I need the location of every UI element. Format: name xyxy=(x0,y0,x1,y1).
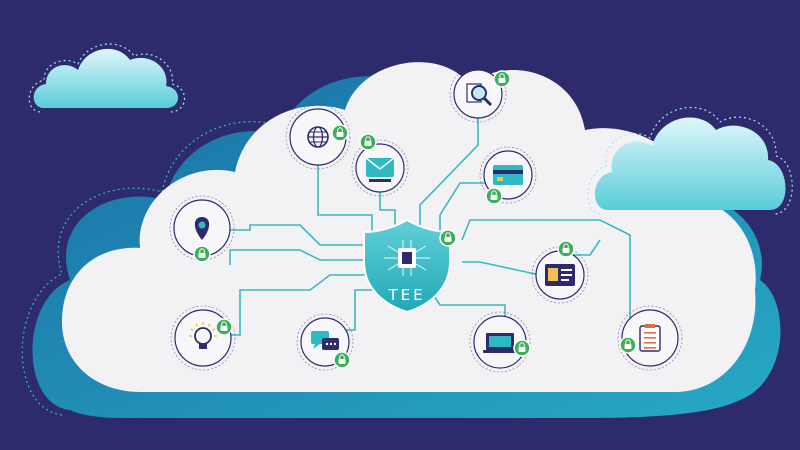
idea-node xyxy=(170,305,236,371)
laptop-node xyxy=(469,311,531,373)
magnifier-icon xyxy=(466,83,493,107)
lightbulb-icon xyxy=(189,322,217,349)
clipboard-node xyxy=(617,305,683,371)
tee-shield: TEE xyxy=(363,218,457,314)
envelope-icon xyxy=(365,157,395,182)
globe-node xyxy=(285,104,351,170)
cloud-shadow-dots xyxy=(21,121,281,416)
chat-node xyxy=(296,313,354,371)
laptop-icon xyxy=(483,333,517,353)
globe-icon xyxy=(307,126,329,148)
nodes-layer xyxy=(169,65,683,373)
id-card-node xyxy=(531,240,589,304)
mail-node xyxy=(351,133,409,197)
tee-label: TEE xyxy=(387,286,425,304)
location-node xyxy=(169,195,235,263)
chat-bubbles-icon xyxy=(311,331,339,350)
clipboard-icon xyxy=(639,324,661,352)
document-search-node xyxy=(449,65,511,123)
small-cloud-right xyxy=(587,107,793,215)
credit-card-node xyxy=(479,146,537,205)
id-card-icon xyxy=(545,264,575,286)
credit-card-icon xyxy=(493,165,523,185)
map-pin-icon xyxy=(194,217,210,240)
small-cloud-left xyxy=(28,43,186,113)
